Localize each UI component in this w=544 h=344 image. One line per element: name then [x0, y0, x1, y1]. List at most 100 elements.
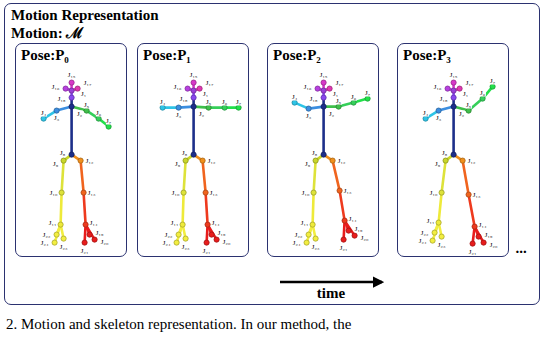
- joint-label: J₆: [351, 93, 357, 100]
- joint: [470, 241, 475, 246]
- bone: [314, 161, 316, 193]
- joint: [185, 86, 190, 91]
- joint: [205, 222, 210, 227]
- panel-subheading: Motion: ℳ: [11, 25, 83, 42]
- joint: [327, 86, 332, 91]
- joint-label: J₉: [435, 160, 441, 167]
- joint-label: J₃: [436, 114, 442, 121]
- joint: [176, 105, 181, 110]
- motion-panel: Motion RepresentationMotion: ℳPose:P₀Pos…: [4, 3, 540, 305]
- joint: [330, 158, 335, 163]
- joint-label: J₇: [490, 77, 496, 84]
- joint-label: J₂₃: [437, 241, 446, 248]
- ellipsis: ...: [514, 240, 527, 257]
- joint-label: J₁₈: [179, 95, 188, 102]
- joint: [304, 240, 309, 245]
- joint-label: J₁₂: [467, 157, 476, 164]
- joint: [59, 190, 64, 195]
- joint: [336, 104, 341, 109]
- joint-label: J₂₁: [468, 248, 477, 255]
- joint-label: J₁₅: [189, 71, 198, 78]
- joint: [321, 88, 326, 93]
- joint: [306, 106, 311, 111]
- joint: [106, 124, 111, 129]
- joint: [310, 222, 315, 227]
- joint: [341, 237, 346, 242]
- joint-label: J₁₇: [83, 79, 92, 86]
- joint: [439, 234, 444, 239]
- joint: [311, 190, 316, 195]
- bone: [340, 191, 345, 221]
- bone: [61, 193, 62, 225]
- joint-label: J₂: [199, 110, 205, 117]
- joint: [313, 158, 318, 163]
- bone: [206, 193, 208, 225]
- joint-label: J₄: [160, 98, 166, 105]
- bone: [184, 161, 186, 193]
- joint-label: J₂₁: [202, 247, 211, 254]
- joint: [96, 116, 101, 121]
- skeleton: [160, 80, 241, 245]
- joint-label: J₂₀: [360, 234, 369, 241]
- bone: [183, 193, 184, 225]
- bone: [84, 193, 86, 225]
- joint-label: J₉: [53, 160, 59, 167]
- joint: [81, 190, 86, 195]
- joint-label: J₁: [333, 90, 339, 97]
- joint-label: J₁₇: [205, 79, 214, 86]
- joint: [321, 95, 326, 100]
- joint-label: J₄: [41, 109, 47, 116]
- joint: [191, 95, 196, 100]
- bone: [442, 161, 446, 193]
- joint: [83, 222, 88, 227]
- skeletons: [41, 80, 495, 246]
- joint-label: J₂₂: [164, 231, 173, 238]
- joint-label: J₂: [329, 110, 335, 117]
- joint: [321, 152, 326, 157]
- joint: [451, 152, 456, 157]
- joint: [200, 158, 205, 163]
- joint: [423, 116, 428, 121]
- joint: [476, 234, 481, 239]
- joint: [236, 105, 241, 110]
- axis-label: time: [316, 285, 346, 302]
- joint: [451, 95, 456, 100]
- joint-label: J₄: [292, 93, 298, 100]
- joint: [69, 80, 74, 85]
- joint-label: J₆: [96, 109, 102, 116]
- joint: [439, 190, 444, 195]
- joint-label: J₂₄: [40, 239, 49, 246]
- joint: [181, 190, 186, 195]
- joint-label: J₁₉: [217, 229, 226, 236]
- bone: [70, 107, 73, 155]
- bone: [469, 195, 475, 227]
- joint: [69, 104, 74, 109]
- joint: [54, 108, 59, 113]
- joint: [58, 222, 63, 227]
- joint: [54, 232, 59, 237]
- joint-label: J₇: [106, 117, 112, 124]
- joint: [78, 158, 83, 163]
- joint-label: J₈: [442, 149, 448, 156]
- skeleton: [292, 80, 370, 245]
- joint-label: J₅: [206, 98, 212, 105]
- joint-label: J₃: [306, 112, 312, 119]
- joint: [197, 86, 202, 91]
- joint: [321, 104, 326, 109]
- joint-label: J₁₉: [484, 231, 493, 238]
- joint: [460, 158, 465, 163]
- joint-label: J₂₀: [100, 238, 109, 245]
- time-arrow: [280, 281, 382, 284]
- joint: [82, 240, 87, 245]
- joint-label: J₂₁: [339, 244, 348, 251]
- joint-label: J₁₈: [309, 95, 318, 102]
- joint-label: J₁₆: [173, 83, 182, 90]
- joint: [351, 100, 356, 105]
- joint: [466, 192, 471, 197]
- joint: [313, 236, 318, 241]
- joint-label: J₂₂: [42, 231, 51, 238]
- joint: [69, 95, 74, 100]
- joint: [176, 232, 181, 237]
- joint-label: J₁₅: [67, 71, 76, 78]
